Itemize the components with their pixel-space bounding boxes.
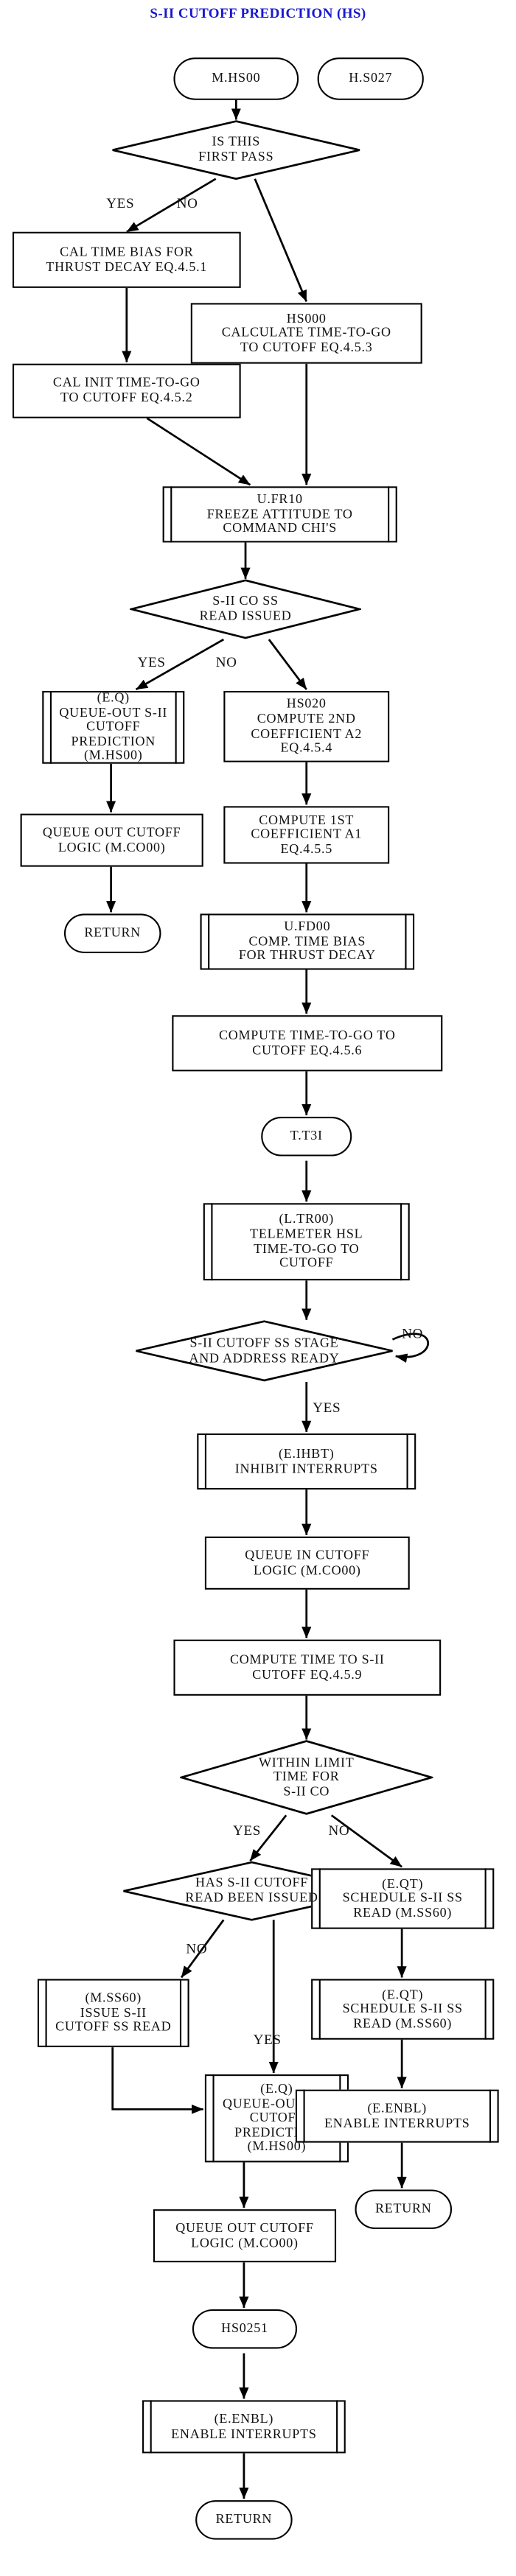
node-decision-within-limit-time[interactable]: WITHIN LIMIT TIME FOR S-II CO [179,1740,433,1816]
node-decision-s2-cutoff-ss-stage-ready[interactable]: S-II CUTOFF SS STAGE AND ADDRESS READY [134,1320,394,1382]
edge-label-yes-3: YES [313,1400,341,1416]
node-subroutine-queue-out-s2-cutoff-prediction-2[interactable]: (E.Q) QUEUE-OUT S-II CUTOFF PREDICTION (… [204,2074,349,2163]
node-terminal-hs0251[interactable]: HS0251 [192,2309,298,2349]
node-subroutine-eqt-schedule-read-2[interactable]: (E.QT) SCHEDULE S-II SS READ (M.SS60) [311,1978,495,2040]
node-subroutine-ltr00[interactable]: (L.TR00) TELEMETER HSL TIME-TO-GO TO CUT… [203,1202,410,1281]
node-terminal-return-1[interactable]: RETURN [63,913,161,953]
node-label: WITHIN LIMIT TIME FOR S-II CO [258,1754,355,1799]
node-process-cal-time-bias[interactable]: CAL TIME BIAS FOR THRUST DECAY EQ.4.5.1 [12,231,241,288]
node-subroutine-eenbl-enable-interrupts-2[interactable]: (E.ENBL) ENABLE INTERRUPTS [142,2399,346,2454]
node-process-compute-time-to-go-cutoff[interactable]: COMPUTE TIME-TO-GO TO CUTOFF EQ.4.5.6 [172,1015,443,1072]
node-process-compute-time-to-s2-cutoff[interactable]: COMPUTE TIME TO S-II CUTOFF EQ.4.5.9 [173,1639,442,1696]
edge-label-no-3: NO [402,1325,424,1341]
node-terminal-return-2[interactable]: RETURN [355,2189,453,2229]
node-label: S-II CUTOFF SS STAGE AND ADDRESS READY [189,1335,340,1365]
edge-label-yes-1: YES [106,195,135,211]
node-label: HAS S-II CUTOFF READ BEEN ISSUED [185,1875,318,1905]
node-process-queue-in-cutoff-logic[interactable]: QUEUE IN CUTOFF LOGIC (M.CO00) [204,1536,410,1590]
node-process-hs020[interactable]: HS020 COMPUTE 2ND COEFFICIENT A2 EQ.4.5.… [223,691,390,762]
node-subroutine-ufr10[interactable]: U.FR10 FREEZE ATTITUDE TO COMMAND CHI'S [162,485,397,544]
node-label: IS THIS FIRST PASS [198,134,274,164]
node-subroutine-eenbl-enable-interrupts-1[interactable]: (E.ENBL) ENABLE INTERRUPTS [295,2089,499,2144]
node-process-compute-1st-coefficient[interactable]: COMPUTE 1ST COEFFICIENT A1 EQ.4.5.5 [223,806,390,864]
page-title: S-II CUTOFF PREDICTION (HS) [150,6,366,21]
node-decision-has-s2-cutoff-read-issued[interactable]: HAS S-II CUTOFF READ BEEN ISSUED [122,1861,381,1921]
node-subroutine-mss60-issue-read[interactable]: (M.SS60) ISSUE S-II CUTOFF SS READ [37,1978,189,2048]
node-decision-s2-co-ss-read-issued[interactable]: S-II CO SS READ ISSUED [130,579,361,639]
edge-label-no-1: NO [176,195,198,211]
node-label: S-II CO SS READ ISSUED [199,593,292,623]
node-subroutine-queue-out-s2-cutoff-prediction-1[interactable]: (E.Q) QUEUE-OUT S-II CUTOFF PREDICTION (… [42,690,185,765]
node-process-queue-out-cutoff-logic-1[interactable]: QUEUE OUT CUTOFF LOGIC (M.CO00) [20,813,203,867]
node-terminal-hs027[interactable]: H.S027 [317,57,424,100]
edge-label-yes-2: YES [137,654,166,670]
node-process-hs000[interactable]: HS000 CALCULATE TIME-TO-GO TO CUTOFF EQ.… [190,303,422,364]
node-subroutine-eqt-schedule-read-1[interactable]: (E.QT) SCHEDULE S-II SS READ (M.SS60) [311,1867,495,1930]
node-decision-is-first-pass[interactable]: IS THIS FIRST PASS [111,120,361,180]
edge-label-no-5: NO [186,1941,208,1956]
node-terminal-mhs00[interactable]: M.HS00 [173,57,299,100]
edge-label-no-4: NO [328,1822,350,1839]
edge-label-yes-4: YES [233,1822,262,1839]
node-terminal-tt3i[interactable]: T.T3I [261,1117,352,1157]
node-subroutine-eihbt-inhibit-interrupts[interactable]: (E.IHBT) INHIBIT INTERRUPTS [197,1433,416,1490]
node-process-queue-out-cutoff-logic-2[interactable]: QUEUE OUT CUTOFF LOGIC (M.CO00) [153,2209,337,2263]
node-terminal-return-3[interactable]: RETURN [195,2500,293,2540]
node-subroutine-ufd00[interactable]: U.FD00 COMP. TIME BIAS FOR THRUST DECAY [200,913,415,971]
node-process-cal-init-time-to-go[interactable]: CAL INIT TIME-TO-GO TO CUTOFF EQ.4.5.2 [12,363,241,418]
edge-label-yes-5: YES [253,2032,282,2048]
edge-label-no-2: NO [215,654,237,670]
